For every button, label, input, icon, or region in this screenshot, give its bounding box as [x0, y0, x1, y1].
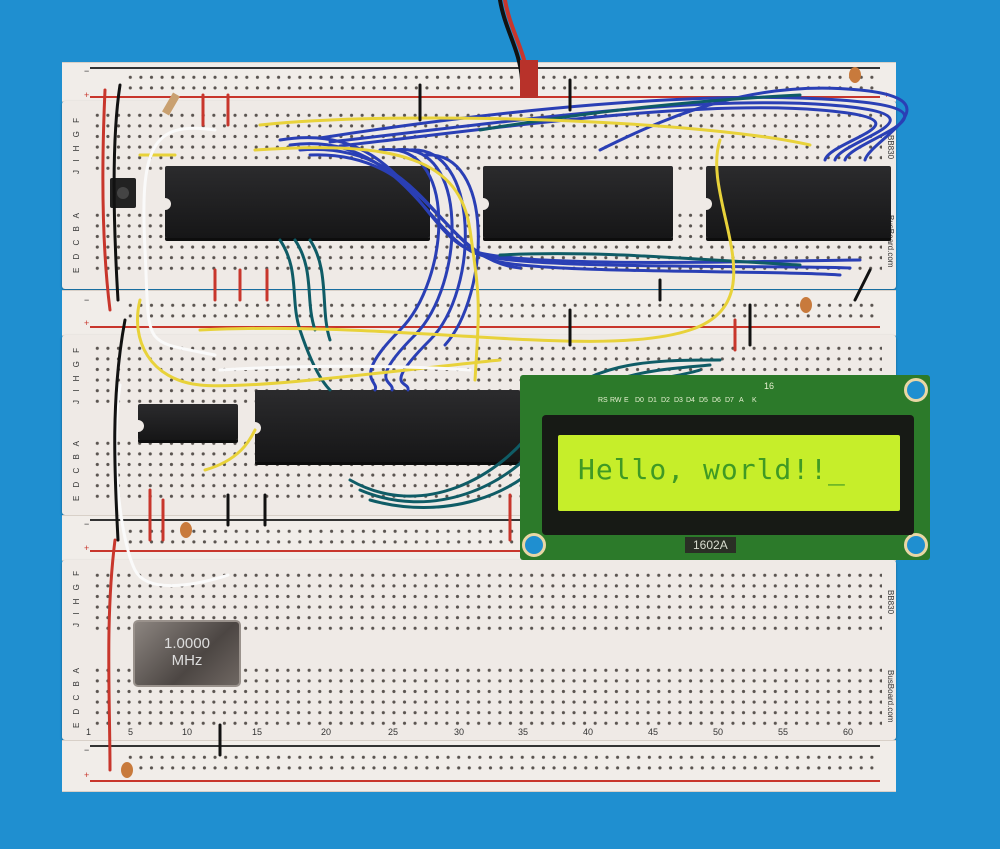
rail-holes	[125, 752, 875, 774]
rail-plus-label: +	[84, 543, 90, 553]
lcd-screen: Hello, world!!_	[558, 435, 900, 511]
rail-minus-label: −	[84, 745, 90, 755]
cpu-chip	[163, 166, 430, 238]
col-num: 50	[713, 727, 724, 737]
col-num: 10	[182, 727, 193, 737]
jumper-wires-red	[101, 88, 737, 772]
col-num: 60	[843, 727, 854, 737]
mounting-hole	[904, 378, 928, 402]
rail-line-negative	[90, 519, 880, 521]
pin-count-label: 16	[764, 381, 775, 391]
board-brand-label: BusBoard.com	[886, 670, 895, 723]
crystal-frequency: 1.0000	[164, 635, 210, 652]
rail-minus-label: −	[84, 519, 90, 529]
col-num: 1	[86, 727, 92, 737]
col-num: 40	[583, 727, 594, 737]
board-model-label: BB830	[886, 590, 895, 615]
col-num: 45	[648, 727, 659, 737]
address-bus-wires	[278, 86, 909, 392]
rail-line-negative	[90, 745, 880, 747]
resistor	[162, 92, 180, 116]
pin-label: D1	[648, 397, 657, 404]
pin-label: RW	[610, 397, 622, 404]
pin-label: D4	[686, 397, 695, 404]
lcd-module: RS RW E D0 D1 D2 D3 D4 D5 D6 D7 A K 16 H…	[520, 375, 930, 560]
pin-label: D5	[699, 397, 708, 404]
mounting-hole	[522, 533, 546, 557]
lcd-display-text: Hello, world!!_	[578, 453, 846, 486]
pin-label: D7	[725, 397, 734, 404]
pin-label: D0	[635, 397, 644, 404]
rail-minus-label: −	[84, 295, 90, 305]
col-num: 55	[778, 727, 789, 737]
col-num: 5	[128, 727, 134, 737]
col-num: 15	[252, 727, 263, 737]
rail-minus-label: −	[84, 66, 90, 76]
rail-line-positive	[90, 550, 880, 552]
rail-line-positive	[90, 96, 880, 98]
capacitors	[121, 67, 861, 778]
board-brand-label: BusBoard.com	[886, 215, 895, 268]
pin-label: E	[624, 397, 629, 404]
ram-chip	[481, 166, 673, 238]
rail-plus-label: +	[84, 318, 90, 328]
rail-plus-label: +	[84, 770, 90, 780]
pin-label: D2	[661, 397, 670, 404]
lcd-bezel: Hello, world!!_	[542, 415, 914, 535]
terminal-holes	[92, 110, 882, 170]
control-wires	[136, 116, 812, 472]
mounting-hole	[904, 533, 928, 557]
board-model-label: BB830	[886, 135, 895, 160]
rom-chip	[704, 166, 891, 238]
rail-plus-label: +	[84, 90, 90, 100]
via-chip	[253, 390, 520, 462]
col-num: 25	[388, 727, 399, 737]
col-num: 20	[321, 727, 332, 737]
pin-label: A	[739, 397, 744, 404]
power-connector	[520, 60, 538, 98]
crystal-oscillator: 1.0000 MHz	[133, 620, 241, 687]
pin-label: RS	[598, 397, 608, 404]
rail-line-positive	[90, 780, 880, 782]
rail-holes	[125, 72, 875, 94]
rail-line-positive	[90, 326, 880, 328]
pin-label: D3	[674, 397, 683, 404]
col-num: 35	[518, 727, 529, 737]
pin-label: K	[752, 397, 757, 404]
logic-chip	[136, 404, 238, 440]
col-num: 30	[454, 727, 465, 737]
crystal-unit: MHz	[171, 652, 203, 669]
lcd-model-label: 1602A	[685, 537, 736, 553]
rail-line-negative	[90, 67, 880, 69]
pin-label: D6	[712, 397, 721, 404]
jumper-wires-black	[112, 78, 872, 757]
